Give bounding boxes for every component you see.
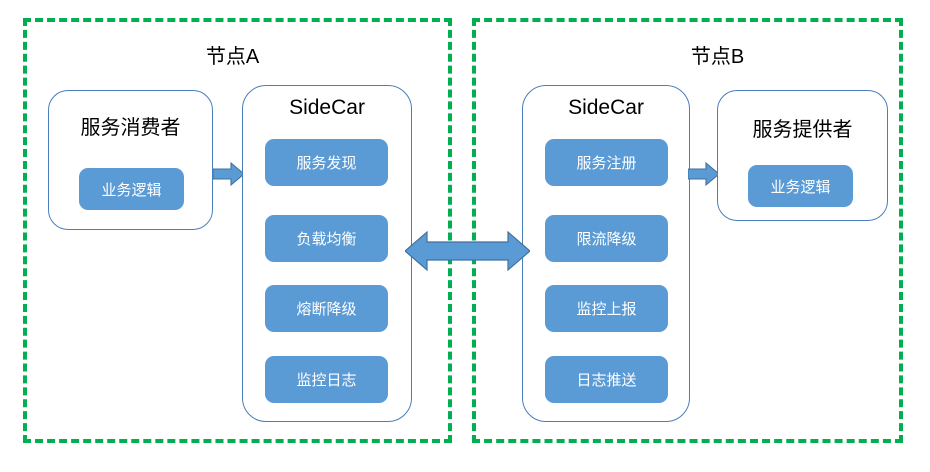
arrow-consumer-to-sidecar-icon <box>212 158 245 190</box>
consumer-business-logic-pill[interactable]: 业务逻辑 <box>79 168 184 210</box>
sidecar-b-title: SideCar <box>568 96 644 119</box>
sidecar-b-item-1[interactable]: 限流降级 <box>545 215 668 262</box>
node-b-title: 节点B <box>690 46 745 68</box>
arrow-sidecar-to-provider-icon <box>687 158 720 190</box>
sidecar-a-item-0[interactable]: 服务发现 <box>265 139 388 186</box>
sidecar-a-item-3[interactable]: 监控日志 <box>265 356 388 403</box>
service-provider-title: 服务提供者 <box>752 119 853 141</box>
sidecar-b-item-3[interactable]: 日志推送 <box>545 356 668 403</box>
node-b-boundary <box>472 18 903 443</box>
sidecar-a-item-1[interactable]: 负载均衡 <box>265 215 388 262</box>
sidecar-a-title: SideCar <box>289 96 365 119</box>
sidecar-b-item-2[interactable]: 监控上报 <box>545 285 668 332</box>
sidecar-b-item-0[interactable]: 服务注册 <box>545 139 668 186</box>
provider-business-logic-pill[interactable]: 业务逻辑 <box>748 165 853 207</box>
node-a-boundary <box>23 18 452 443</box>
service-provider-panel[interactable]: 服务提供者 <box>717 90 888 221</box>
service-consumer-title: 服务消费者 <box>80 117 181 139</box>
sidecar-a-item-2[interactable]: 熔断降级 <box>265 285 388 332</box>
arrow-sidecar-to-sidecar-bidirectional-icon <box>404 225 531 277</box>
node-a-title: 节点A <box>205 46 260 68</box>
